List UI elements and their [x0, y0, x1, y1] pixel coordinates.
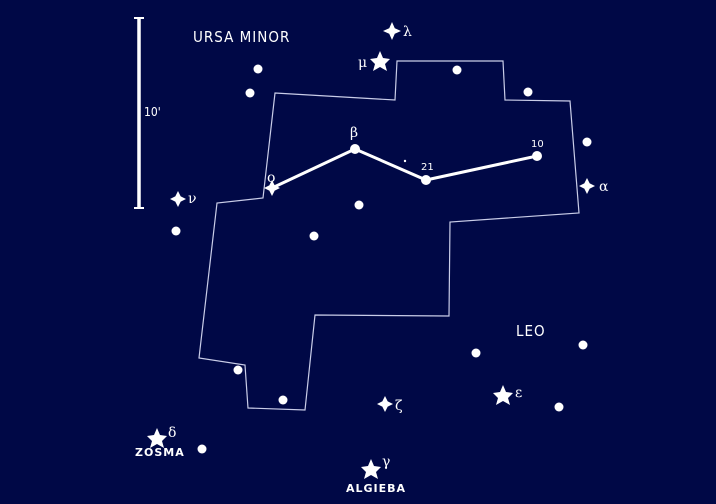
dot-star-icon: [421, 175, 431, 185]
star-label-zeta: ζ: [395, 398, 403, 414]
star-lambda: [383, 22, 401, 40]
star-omicron: [264, 180, 280, 196]
five-point-star-icon: [361, 459, 381, 479]
star-label-beta: β: [350, 125, 358, 141]
diamond-star-icon: [170, 191, 186, 207]
star-zeta: [377, 396, 393, 412]
diamond-star-icon: [383, 22, 401, 40]
star-epsilon: [493, 385, 513, 405]
star-label-gamma: γ: [382, 454, 390, 470]
constellation-boundary: [198, 60, 580, 411]
five-point-star-icon: [370, 51, 390, 71]
star-label-epsilon: ε: [515, 385, 522, 401]
star-label-omicron: o: [267, 170, 275, 186]
dot-star-icon: [350, 144, 360, 154]
scale-label: 10': [144, 105, 161, 119]
star-alpha: [579, 178, 595, 194]
star-label-nu: ν: [188, 191, 197, 207]
star-name-zosma: ZOSMA: [135, 446, 185, 459]
star-mu: [370, 51, 390, 71]
scale-bar: 10': [134, 17, 161, 209]
star-label-10: 10: [531, 139, 544, 150]
star-name-algieba: ALGIEBA: [346, 482, 406, 495]
diamond-star-icon: [264, 180, 280, 196]
five-point-star-icon: [147, 428, 167, 448]
star-label-alpha: α: [599, 179, 609, 195]
star-beta: [350, 144, 360, 154]
star-gamma: [361, 459, 381, 479]
dot-star-icon: [532, 151, 542, 161]
star-delta: [147, 428, 167, 448]
constellation-label-leo: LEO: [516, 322, 546, 340]
diamond-star-icon: [579, 178, 595, 194]
asterism-line: [271, 147, 538, 190]
star-label-21: 21: [421, 162, 434, 173]
star-nu: [170, 191, 186, 207]
star-label-mu: μ: [358, 55, 367, 71]
five-point-star-icon: [493, 385, 513, 405]
field-stars: [171, 64, 592, 454]
star-10: [532, 151, 542, 161]
star-21: [421, 175, 431, 185]
star-label-lambda: λ: [403, 24, 412, 40]
diamond-star-icon: [377, 396, 393, 412]
star-label-delta: δ: [168, 425, 176, 441]
constellation-label-ursa-minor: URSA MINOR: [193, 28, 290, 46]
